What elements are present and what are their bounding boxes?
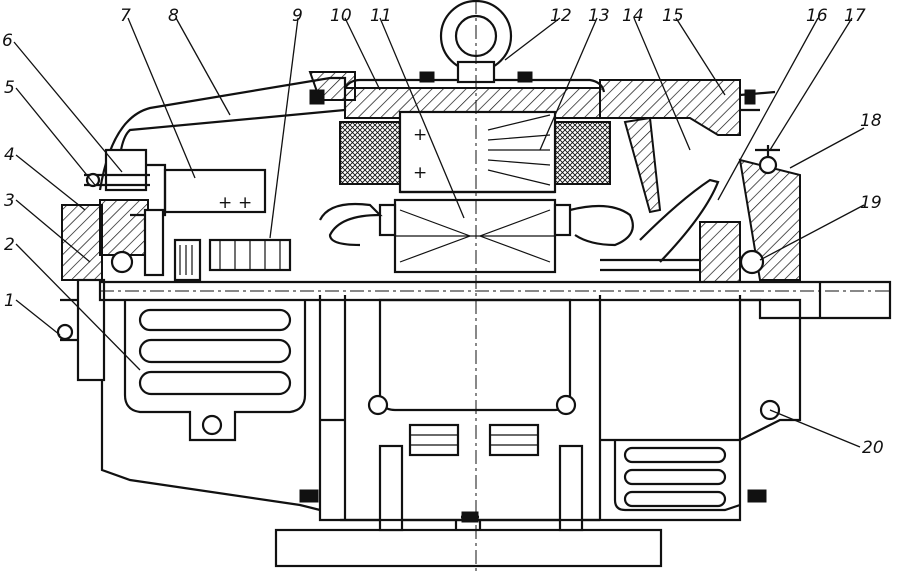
callout-9: 9: [292, 6, 303, 26]
polarity-mark: +: [218, 193, 232, 213]
polarity-marks: + + + +: [218, 125, 427, 213]
right-end-shield: [613, 298, 802, 512]
armature-end-windings: [319, 202, 634, 247]
brush-holder: [130, 163, 267, 217]
base-plate: [274, 444, 663, 568]
left-end-shield: [56, 278, 321, 512]
callout-13: 13: [588, 6, 610, 26]
field-coils: [339, 110, 611, 194]
callout-2: 2: [4, 235, 15, 255]
callout-6: 6: [2, 31, 13, 51]
callouts: 1 2 3 4 5 6 7 8 9 10 11 12 13 14 15 16 1…: [2, 6, 884, 458]
commutator: [173, 238, 292, 282]
callout-17: 17: [844, 6, 866, 26]
callout-20: 20: [862, 438, 884, 458]
callout-15: 15: [662, 6, 684, 26]
right-bearing: [699, 145, 801, 283]
polarity-mark: +: [413, 163, 427, 183]
callout-10: 10: [330, 6, 352, 26]
polarity-mark: +: [413, 125, 427, 145]
callout-8: 8: [168, 6, 179, 26]
callout-7: 7: [120, 6, 131, 26]
polarity-mark: +: [238, 193, 252, 213]
callout-3: 3: [4, 191, 15, 211]
callout-19: 19: [860, 193, 882, 213]
callout-1: 1: [4, 291, 15, 311]
callout-5: 5: [4, 78, 15, 98]
left-bearing: [61, 148, 165, 281]
callout-16: 16: [806, 6, 828, 26]
callout-11: 11: [370, 6, 392, 26]
callout-14: 14: [622, 6, 644, 26]
armature-core: [378, 198, 572, 274]
fan: [600, 116, 720, 272]
leader-lines: [13, 17, 865, 448]
callout-4: 4: [4, 145, 15, 165]
stator-housing-lower: [318, 295, 742, 522]
callout-18: 18: [860, 111, 882, 131]
bolts: [299, 71, 767, 523]
callout-12: 12: [550, 6, 572, 26]
shaft: [98, 280, 892, 320]
